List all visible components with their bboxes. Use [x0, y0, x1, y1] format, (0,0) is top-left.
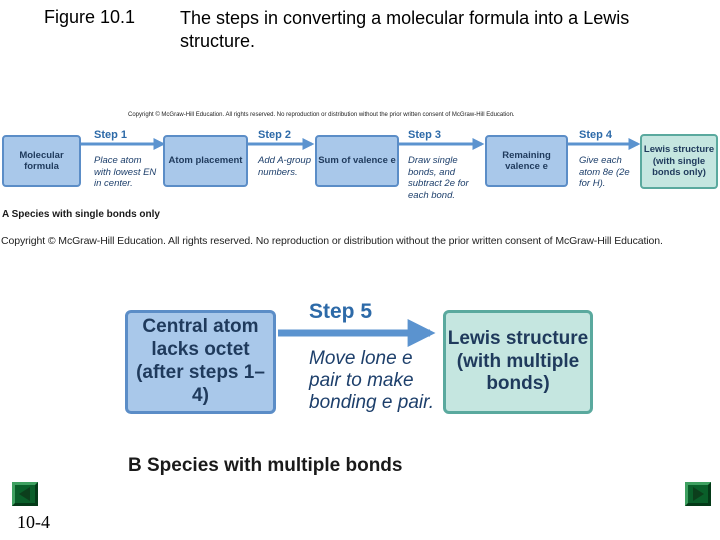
step-3-desc: Draw single bonds, and subtract 2e for e… [408, 155, 469, 201]
step-4-label: Step 4 [579, 129, 613, 141]
step-5-label: Step 5 [309, 300, 373, 323]
box-lewis-single: Lewis structure (with single bonds only) [640, 134, 718, 189]
section-a-label: A Species with single bonds only [2, 209, 160, 220]
box-lewis-multiple: Lewis structure (with multiple bonds) [443, 310, 593, 414]
copyright-notice-a: Copyright © McGraw-Hill Education. All r… [128, 112, 515, 118]
step-1-desc: Place atom with lowest EN in center. [94, 155, 157, 189]
slide-number: 10-4 [17, 512, 50, 532]
figure-label: Figure 10.1 [44, 7, 136, 27]
step-3-label: Step 3 [408, 129, 442, 141]
step-2-label: Step 2 [258, 129, 292, 141]
step-1-label: Step 1 [94, 129, 128, 141]
figure-title: The steps in converting a molecular form… [180, 8, 630, 51]
box-molecular-formula: Molecular formula [2, 135, 81, 187]
step-5-desc: Move lone e pair to make bonding e pair. [309, 348, 435, 413]
previous-slide-button[interactable] [12, 482, 38, 506]
box-remaining-valence: Remaining valence e [485, 135, 568, 187]
section-b-label: B Species with multiple bonds [128, 455, 403, 476]
triangle-left-icon [19, 487, 30, 501]
copyright-notice-b: Copyright © McGraw-Hill Education. All r… [1, 235, 663, 247]
step-2-desc: Add A-group numbers. [258, 155, 311, 178]
next-slide-button[interactable] [685, 482, 711, 506]
triangle-right-icon [693, 487, 704, 501]
box-central-atom: Central atom lacks octet (after steps 1–… [125, 310, 276, 414]
box-sum-valence: Sum of valence e [315, 135, 399, 187]
step-4-desc: Give each atom 8e (2e for H). [579, 155, 630, 189]
box-atom-placement: Atom placement [163, 135, 248, 187]
